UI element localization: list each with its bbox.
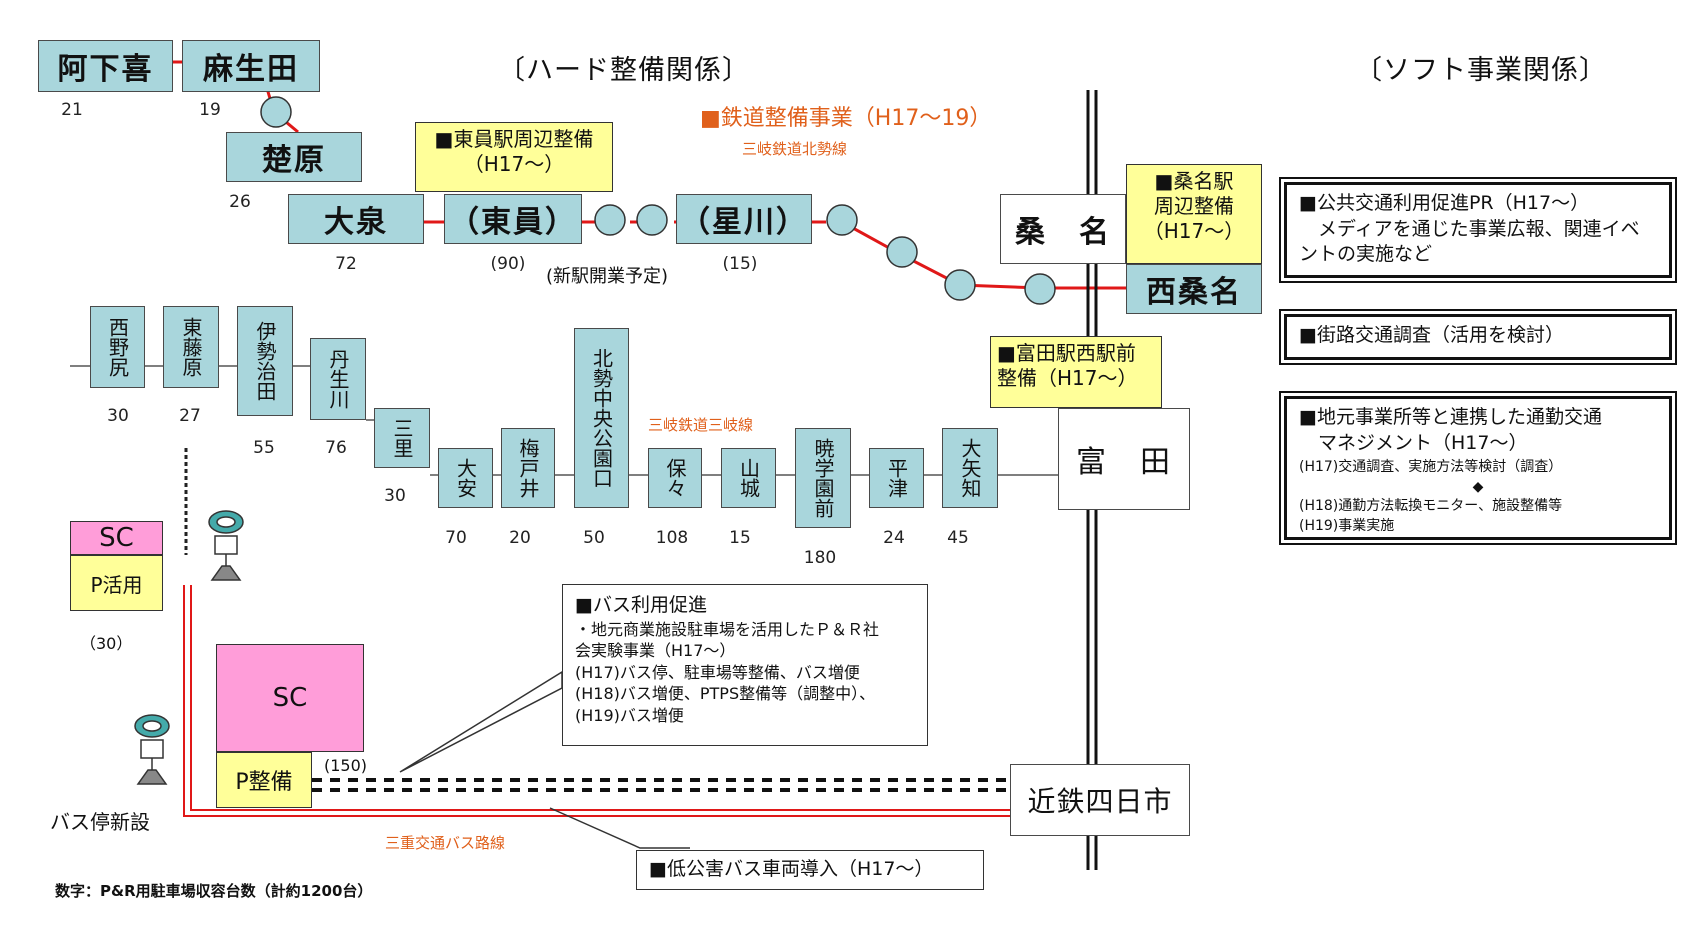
note-tomida: ■富田駅西駅前 整備（H17～）	[990, 336, 1162, 408]
hokusei-line-label: 三岐鉄道北勢線	[742, 140, 848, 158]
station-azoda: 麻生田	[182, 40, 320, 92]
station-tomida: 富 田	[1058, 408, 1190, 510]
station-count: (15)	[722, 254, 758, 274]
bus-stop-icon	[134, 714, 170, 785]
parking-development: P整備	[216, 752, 312, 808]
callout-line: (H18)バス増便、PTPS整備等（調整中）、	[575, 684, 876, 704]
station-count: 27	[179, 406, 201, 426]
station-oizumi: 大泉	[288, 194, 424, 244]
callout-line: (H19)バス増便	[575, 706, 684, 726]
sc-small-count: （30）	[80, 634, 133, 653]
station-circle	[636, 204, 668, 236]
station-count: 45	[947, 528, 969, 548]
bus-stop-new-label: バス停新設	[50, 810, 150, 834]
station-count: 24	[883, 528, 905, 548]
bus-stop-icon	[208, 510, 244, 581]
station-mizato: 三里	[374, 408, 430, 468]
station-circle	[944, 269, 976, 301]
station-count: 72	[335, 254, 357, 274]
rail-project-title: ■鉄道整備事業（H17～19）	[700, 106, 992, 131]
diamond-icon: ◆	[1472, 478, 1484, 495]
soft-box-pr: ■公共交通利用促進PR（H17～） メディアを通じた事業広報、関連イベントの実施…	[1279, 177, 1677, 283]
station-yamashiro: 山城	[721, 448, 776, 508]
station-count: 19	[199, 100, 221, 120]
note-toin: ■東員駅周辺整備 （H17～）	[415, 122, 613, 192]
station-count: 70	[445, 528, 467, 548]
callout-line: ・地元商業施設駐車場を活用したＰ＆Ｒ社	[575, 619, 880, 639]
low-pollution-bus-box: ■低公害バス車両導入（H17～）	[636, 850, 984, 890]
sc-small: SC	[70, 521, 163, 555]
bus-route-label: 三重交通バス路線	[385, 834, 506, 852]
station-count: (90)	[490, 254, 526, 274]
station-circle	[826, 204, 858, 236]
soft-box-commute: ■地元事業所等と連携した通勤交通 マネジメント（H17～） (H17)交通調査、…	[1279, 391, 1677, 545]
station-count: 50	[583, 528, 605, 548]
station-count: 15	[729, 528, 751, 548]
soft-box-commute-title: ■地元事業所等と連携した通勤交通 マネジメント（H17～）	[1299, 406, 1602, 454]
commute-detail: (H17)交通調査、実施方法等検討（調査）	[1299, 459, 1563, 476]
station-count: 108	[655, 528, 689, 548]
soft-box-street-survey: ■街路交通調査（活用を検討）	[1279, 309, 1677, 365]
parking-use-small: P活用	[70, 555, 163, 611]
station-ageki: 阿下喜	[38, 40, 173, 92]
header-hard: 〔ハード整備関係〕	[498, 55, 750, 86]
station-count: 76	[325, 438, 347, 458]
station-count: 30	[107, 406, 129, 426]
station-count: 180	[803, 548, 837, 568]
callout-line: (H17)バス停、駐車場等整備、バス増便	[575, 662, 860, 682]
station-oyachi: 大矢知	[942, 428, 998, 508]
commute-detail: (H19)事業実施	[1299, 518, 1395, 535]
callout-line: 会実験事業（H17～）	[575, 641, 736, 661]
station-circle	[1024, 273, 1056, 305]
station-nishikuwana: 西桑名	[1126, 264, 1262, 314]
sangi-line-label: 三岐鉄道三岐線	[648, 416, 754, 434]
station-niugawa: 丹生川	[310, 338, 366, 420]
sc-big-count: (150)	[324, 756, 368, 775]
station-hokuseichuokoenguchi: 北勢中央公園口	[574, 328, 629, 508]
station-count: 20	[509, 528, 531, 548]
station-circle	[594, 204, 626, 236]
header-soft: 〔ソフト事業関係〕	[1355, 55, 1607, 86]
station-circle	[886, 236, 918, 268]
commute-detail: (H18)通勤方法転換モニター、施設整備等	[1299, 498, 1563, 515]
station-kintetsu-yokkaichi: 近鉄四日市	[1010, 764, 1190, 836]
station-hoshikawa: （星川）	[676, 194, 812, 244]
station-count: 21	[61, 100, 83, 120]
station-daian: 大安	[438, 448, 493, 508]
new-station-note: (新駅開業予定)	[546, 266, 669, 287]
note-kuwana: ■桑名駅 周辺整備 （H17～）	[1126, 164, 1262, 264]
station-sohara: 楚原	[226, 132, 362, 182]
bus-promotion-callout: ■バス利用促進 ・地元商業施設駐車場を活用したＰ＆Ｒ社 会実験事業（H17～） …	[562, 584, 928, 746]
sc-big: SC	[216, 644, 364, 752]
station-isehatta: 伊勢治田	[237, 306, 293, 416]
station-count: 26	[229, 192, 251, 212]
station-higashifujiwara: 東藤原	[163, 306, 219, 388]
station-toin: （東員）	[444, 194, 582, 244]
station-umedoi: 梅戸井	[501, 428, 555, 508]
station-hiratsu: 平津	[869, 448, 924, 508]
station-kuwana: 桑 名	[1000, 194, 1126, 264]
station-akatsukigakuenmae: 暁学園前	[795, 428, 851, 528]
footnote: 数字：P&R用駐車場収容台数（計約1200台）	[55, 882, 373, 900]
station-circle	[260, 96, 292, 128]
station-hobo: 保々	[648, 448, 702, 508]
station-nishinojiri: 西野尻	[90, 306, 145, 388]
station-count: 30	[384, 486, 406, 506]
bus-promotion-title: ■バス利用促進	[575, 594, 707, 616]
station-count: 55	[253, 438, 275, 458]
